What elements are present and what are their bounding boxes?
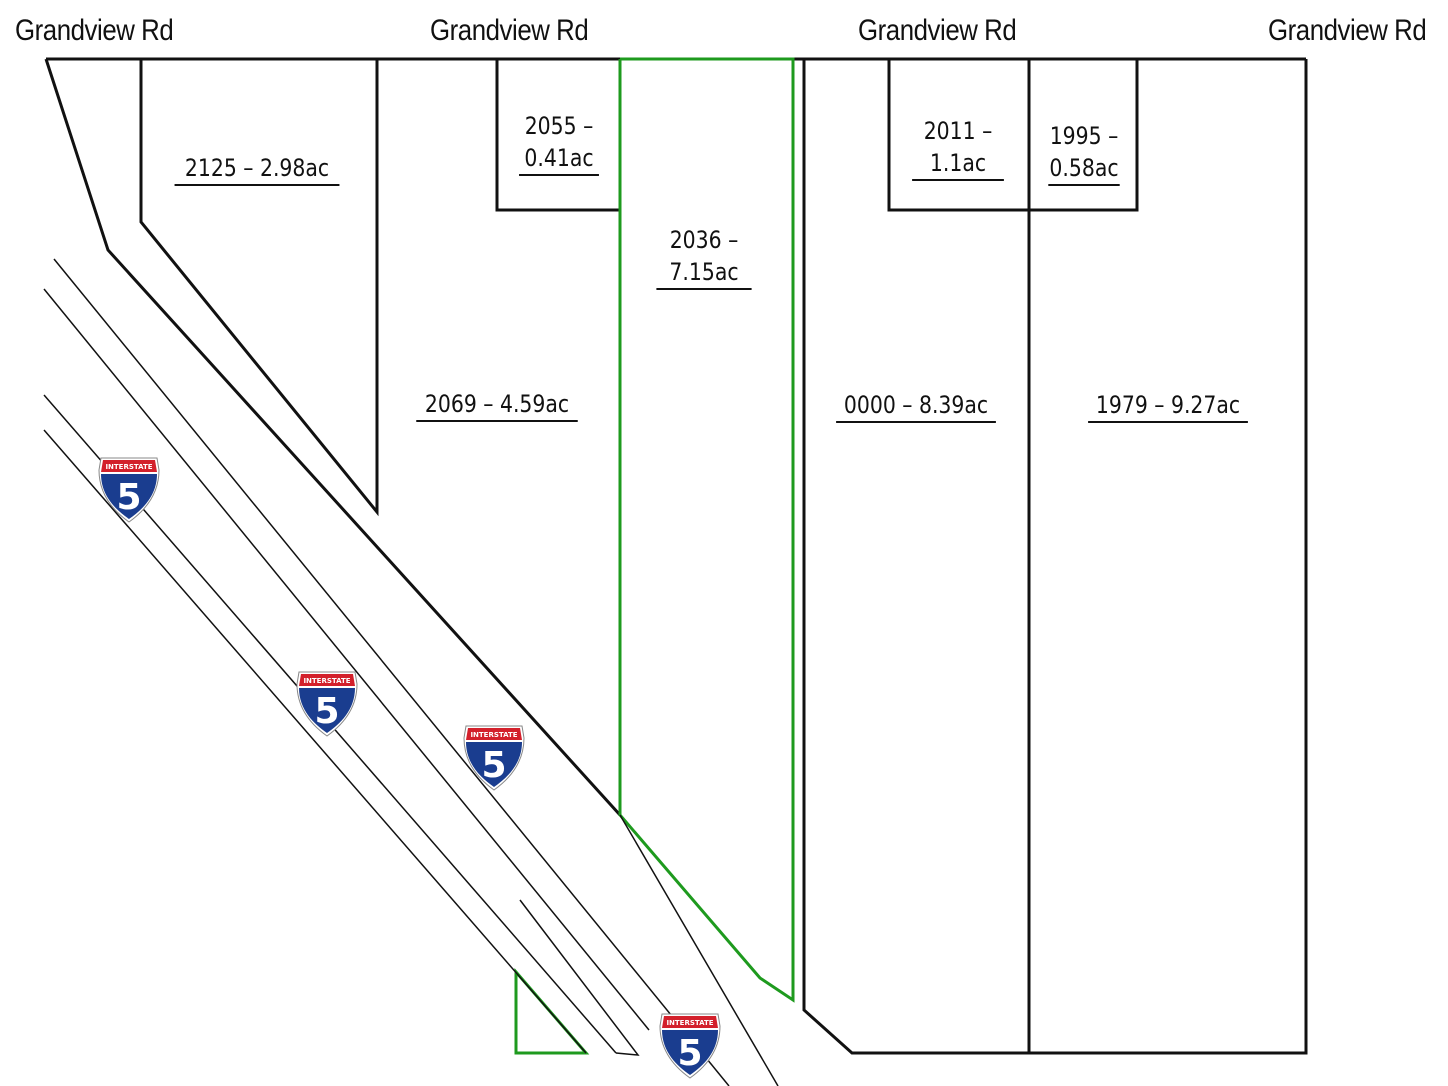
parcel-0000-boundary: [802, 59, 1308, 1055]
parcel-label-2036-text: 2036 – 7.15ac: [656, 224, 752, 290]
svg-text:INTERSTATE: INTERSTATE: [470, 731, 517, 739]
parcel-label-2011: 2011 – 1.1ac: [912, 83, 1004, 213]
road-label-grandview: Grandview Rd: [15, 14, 174, 47]
lane-line: [53, 258, 730, 1086]
interstate-shield-icon: INTERSTATE 5: [296, 671, 358, 737]
interstate-shield-icon: INTERSTATE 5: [98, 457, 160, 523]
parcel-label-0000-text: 0000 – 8.39ac: [836, 389, 996, 423]
parcel-label-0000: 0000 – 8.39ac: [836, 357, 996, 455]
parcel-label-1979-text: 1979 – 9.27ac: [1088, 389, 1248, 423]
parcel-label-1995-text: 1995 – 0.58ac: [1048, 120, 1120, 186]
parcel-label-2069-text: 2069 – 4.59ac: [416, 388, 578, 422]
interstate-lanes: [43, 258, 779, 1086]
road-label-grandview: Grandview Rd: [1268, 14, 1427, 47]
parcel-2036-boundary: [618, 57, 795, 1003]
svg-text:5: 5: [677, 1033, 702, 1074]
svg-text:INTERSTATE: INTERSTATE: [666, 1019, 713, 1027]
parcel-label-2069: 2069 – 4.59ac: [416, 356, 578, 454]
parcel-2011-boundary: [887, 59, 1139, 212]
parcel-label-2055-text: 2055 – 0.41ac: [519, 110, 599, 176]
svg-text:5: 5: [116, 477, 141, 518]
parcel-label-1979: 1979 – 9.27ac: [1088, 357, 1248, 455]
parcel-label-2011-text: 2011 – 1.1ac: [912, 115, 1004, 181]
lane-line: [43, 429, 587, 1054]
parcel-label-2125: 2125 – 2.98ac: [174, 120, 340, 218]
svg-text:5: 5: [314, 691, 339, 732]
parcel-label-1995: 1995 – 0.58ac: [1048, 88, 1120, 218]
road-label-grandview: Grandview Rd: [858, 14, 1017, 47]
interstate-shield-icon: INTERSTATE 5: [463, 725, 525, 791]
svg-text:5: 5: [481, 745, 506, 786]
parcel-label-2036: 2036 – 7.15ac: [656, 192, 752, 322]
lane-line: [619, 814, 779, 1086]
parcel-2125-east-boundary: [139, 59, 379, 517]
parcel-label-2055: 2055 – 0.41ac: [519, 78, 599, 208]
parcel-label-2125-text: 2125 – 2.98ac: [174, 152, 340, 186]
interstate-shield-icon: INTERSTATE 5: [659, 1013, 721, 1079]
road-label-grandview: Grandview Rd: [430, 14, 589, 47]
svg-text:INTERSTATE: INTERSTATE: [105, 463, 152, 471]
parcel-2055-boundary: [495, 59, 620, 212]
parcel-2125-boundary: [44, 58, 622, 817]
lane-line: [43, 288, 650, 1031]
lane-end: [519, 899, 640, 1056]
svg-text:INTERSTATE: INTERSTATE: [303, 677, 350, 685]
